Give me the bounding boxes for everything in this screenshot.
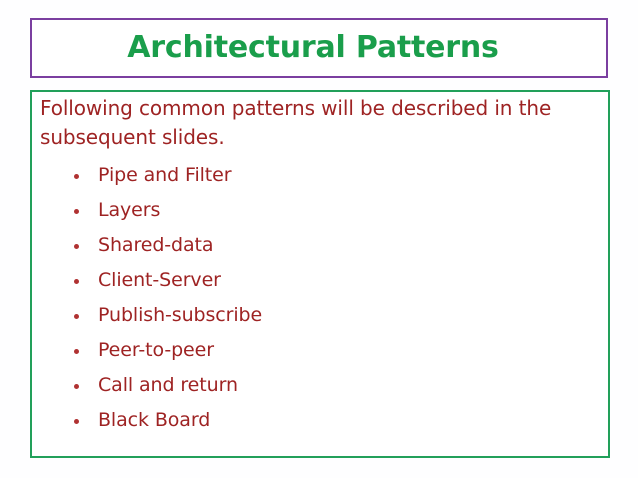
bullet-dot-icon [74,278,79,284]
list-item: Peer-to-peer [40,333,596,368]
list-item: Publish-subscribe [40,298,596,333]
pattern-bullet-list: Pipe and Filter Layers Shared-data Clien… [40,158,596,438]
bullet-dot-icon [74,348,79,354]
intro-line-1: Following common patterns will be descri… [40,96,552,120]
list-item: Pipe and Filter [40,158,596,193]
list-item-label: Publish-subscribe [98,304,263,326]
bullet-dot-icon [74,208,79,214]
title-box: Architectural Patterns [30,18,608,78]
list-item-label: Layers [98,199,161,221]
intro-paragraph: Following common patterns will be descri… [40,94,596,152]
bullet-dot-icon [74,313,79,319]
list-item-label: Call and return [98,374,238,396]
list-item: Shared-data [40,228,596,263]
bullet-dot-icon [74,418,79,424]
bullet-dot-icon [74,383,79,389]
list-item-label: Black Board [98,409,211,431]
list-item: Client-Server [40,263,596,298]
list-item-label: Pipe and Filter [98,164,232,186]
intro-line-2: subsequent slides. [40,125,225,149]
bullet-dot-icon [74,243,79,249]
bullet-dot-icon [74,173,79,179]
list-item: Layers [40,193,596,228]
list-item-label: Client-Server [98,269,221,291]
content-box: Following common patterns will be descri… [30,90,610,458]
list-item-label: Peer-to-peer [98,339,214,361]
list-item: Black Board [40,403,596,438]
page-title: Architectural Patterns [127,30,499,65]
list-item: Call and return [40,368,596,403]
list-item-label: Shared-data [98,234,214,256]
